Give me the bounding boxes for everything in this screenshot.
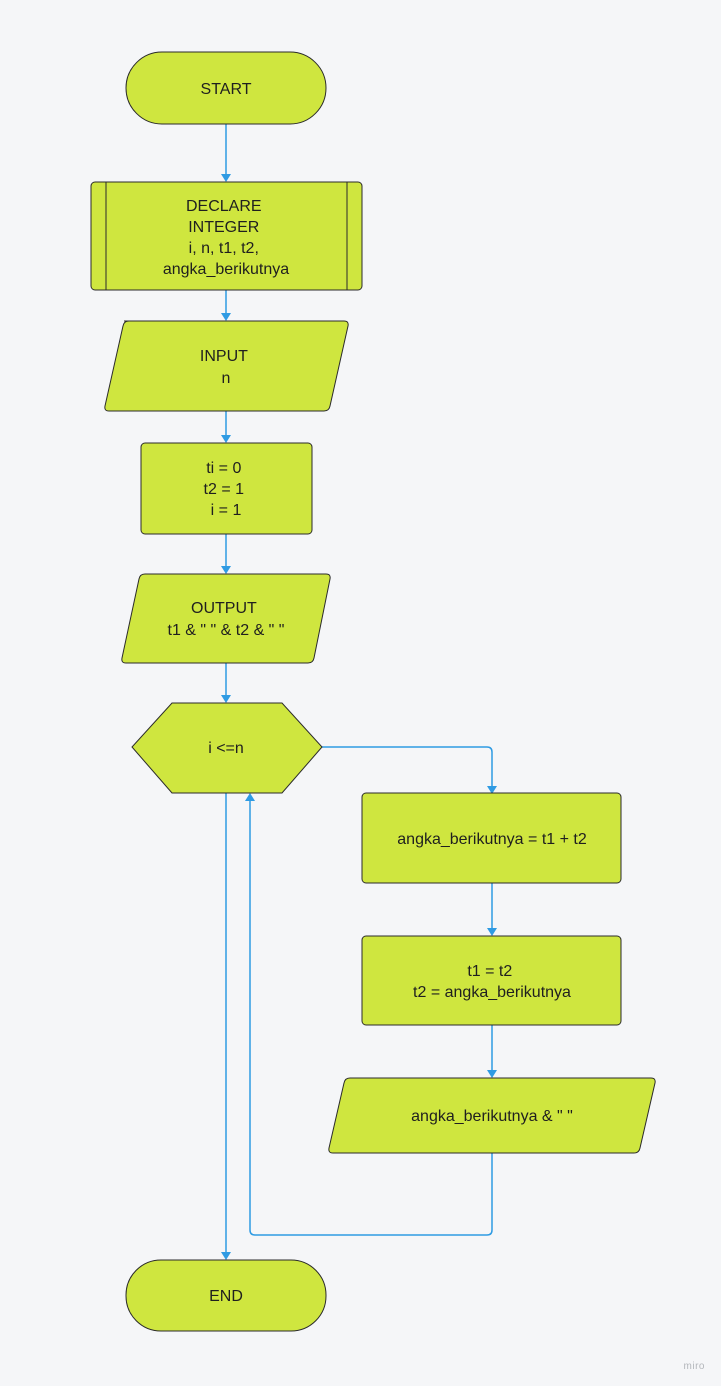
node-declare[interactable]: DECLARE INTEGER i, n, t1, t2, angka_beri… xyxy=(90,181,363,291)
connectors xyxy=(221,124,497,1260)
node-start[interactable]: START xyxy=(125,51,327,125)
node-end[interactable]: END xyxy=(125,1259,327,1332)
node-shift-label: t1 = t2 t2 = angka_berikutnya xyxy=(413,963,571,1001)
connector-loop-back xyxy=(249,800,493,1236)
arrow-init-output xyxy=(221,566,231,574)
node-input-label: INPUT n xyxy=(200,348,252,387)
node-condition-label: i <=n xyxy=(208,740,244,757)
connector-condition-calc xyxy=(322,746,493,787)
node-calc[interactable]: angka_berikutnya = t1 + t2 xyxy=(361,792,622,884)
arrow-calc-shift xyxy=(487,928,497,936)
arrow-declare-input xyxy=(221,313,231,321)
node-end-label: END xyxy=(209,1288,243,1305)
node-init[interactable]: ti = 0 t2 = 1 i = 1 xyxy=(140,442,313,535)
node-print-label: angka_berikutnya & " " xyxy=(411,1108,573,1125)
miro-watermark: miro xyxy=(683,1361,705,1372)
arrow-start-declare xyxy=(221,174,231,182)
arrow-input-init xyxy=(221,435,231,443)
node-output[interactable]: OUTPUT t1 & " " & t2 & " " xyxy=(121,573,331,664)
arrow-condition-calc xyxy=(487,786,497,794)
node-shift[interactable]: t1 = t2 t2 = angka_berikutnya xyxy=(361,935,622,1026)
node-calc-label: angka_berikutnya = t1 + t2 xyxy=(397,831,587,848)
node-condition[interactable]: i <=n xyxy=(131,702,323,794)
arrow-loop-back xyxy=(245,793,255,801)
node-declare-label: DECLARE INTEGER i, n, t1, t2, angka_beri… xyxy=(163,198,289,278)
node-output-label: OUTPUT t1 & " " & t2 & " " xyxy=(168,600,285,639)
arrow-condition-end xyxy=(221,1252,231,1260)
arrow-output-condition xyxy=(221,695,231,703)
node-init-label: ti = 0 t2 = 1 i = 1 xyxy=(204,460,249,519)
node-input[interactable]: INPUT n xyxy=(104,320,349,412)
node-print[interactable]: angka_berikutnya & " " xyxy=(328,1077,656,1154)
node-start-label: START xyxy=(201,81,252,98)
arrow-shift-print xyxy=(487,1070,497,1078)
